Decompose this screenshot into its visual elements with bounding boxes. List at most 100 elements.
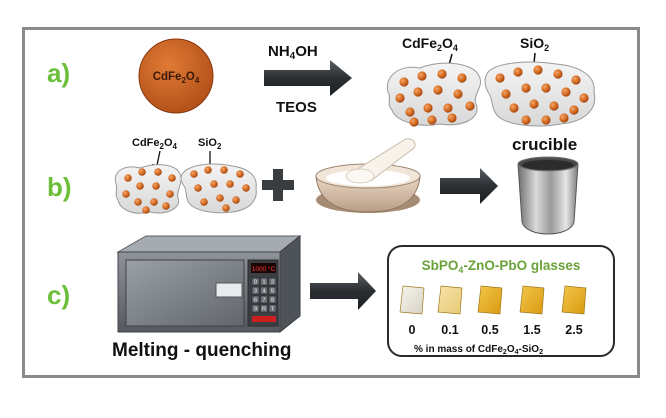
nanoparticle-dot	[423, 103, 433, 113]
nanoparticle-dot	[168, 174, 176, 182]
nanoparticle-dot	[457, 73, 467, 83]
cdfe2o4-particle: CdFe2O4	[138, 38, 214, 114]
nanoparticle-dot	[220, 166, 228, 174]
nanoparticle-dot	[447, 113, 457, 123]
keypad-key	[268, 277, 277, 286]
nanoparticle-dot	[513, 67, 523, 77]
nanoparticle-dot	[152, 182, 160, 190]
nanoparticle-dot	[443, 103, 453, 113]
reaction-arrow-a	[264, 60, 352, 96]
keypad-key	[251, 277, 260, 286]
nanoparticle-dot	[509, 103, 519, 113]
glass-panel-title: SbPO4-ZnO-PbO glasses	[422, 258, 581, 275]
keypad-key-label: 0	[254, 280, 257, 286]
keypad-key-label: 9	[254, 307, 257, 313]
nanoparticle-dot	[200, 198, 208, 206]
nanoparticle-dot	[437, 69, 447, 79]
glass-sample-value: 2.5	[565, 323, 582, 337]
nanoparticle-dot	[453, 89, 463, 99]
furnace-caption: Melting - quenching	[112, 340, 291, 361]
nanoparticle-dots-b	[122, 166, 250, 214]
nanoparticle-dot	[495, 73, 505, 83]
nanoparticle-dot	[136, 182, 144, 190]
keypad-key	[251, 286, 260, 295]
nanoparticle-dot	[561, 87, 571, 97]
furnace-handle	[215, 282, 243, 298]
nanoparticle-dot	[190, 170, 198, 178]
nanoparticle-dot	[559, 113, 569, 123]
nanoparticle-dot	[142, 206, 150, 214]
nanoparticle-dot	[150, 198, 158, 206]
nanoparticle-dot	[417, 71, 427, 81]
glass-sample-value: 0	[409, 323, 416, 337]
nanoparticle-dot	[204, 166, 212, 174]
glass-sample	[477, 285, 503, 315]
nanoparticle-dots-a	[395, 65, 589, 127]
keypad-key-label: 2	[271, 280, 274, 286]
nanoparticle-dot	[529, 99, 539, 109]
glass-sample	[519, 285, 545, 315]
furnace-display-text: 1000 °C	[252, 265, 276, 273]
nanoparticle-dot	[216, 194, 224, 202]
step-a-label: a)	[47, 58, 70, 88]
row-b-shell-label: SiO2	[198, 137, 222, 151]
nanoparticle-dot	[122, 190, 130, 198]
furnace-display	[251, 263, 276, 273]
glass-sample	[437, 285, 463, 315]
keypad-key-label: T	[271, 307, 275, 313]
keypad-key	[268, 304, 277, 313]
glass-sample-value: 0.1	[441, 323, 458, 337]
nanoparticle-dot	[194, 184, 202, 192]
nanoparticle-dot	[236, 170, 244, 178]
product-shell-label: SiO2	[520, 35, 549, 53]
nanoparticle-dot	[242, 184, 250, 192]
nanoparticle-dot	[533, 65, 543, 75]
nanoparticle-dot	[501, 89, 511, 99]
glass-sample	[399, 285, 425, 315]
nanoparticle-dot	[579, 93, 589, 103]
nanoparticle-dot	[226, 180, 234, 188]
nanoparticle-dot	[465, 101, 475, 111]
keypad-key	[260, 304, 268, 313]
nanoparticle-dot	[413, 87, 423, 97]
nanoparticle-dot	[521, 83, 531, 93]
keypad-key	[268, 295, 277, 304]
product-core-label: CdFe2O4	[402, 35, 458, 53]
crucible-label: crucible	[512, 135, 577, 154]
crucible	[517, 156, 579, 235]
nanoparticle-dot	[427, 115, 437, 125]
nanoparticle-dot	[222, 204, 230, 212]
nanoparticle-dot	[541, 115, 551, 125]
nanoparticle-dot	[569, 105, 579, 115]
arrow-to-crucible	[440, 168, 498, 204]
nanoparticle-dot	[541, 83, 551, 93]
nanoparticle-dot	[154, 168, 162, 176]
keypad-key-label: 5	[271, 289, 274, 295]
step-b-label: b)	[47, 172, 72, 202]
particle-formula-label: CdFe2O4	[153, 71, 200, 85]
nanoparticle-dot	[395, 93, 405, 103]
nanoparticle-dot	[399, 77, 409, 87]
keypad-key	[251, 295, 260, 304]
glass-sample-value: 1.5	[523, 323, 540, 337]
nanoparticle-dot	[210, 180, 218, 188]
nanoparticle-dot	[405, 107, 415, 117]
keypad-key-label: R	[262, 307, 266, 313]
plus-sign	[262, 169, 294, 201]
nanoparticle-dot	[134, 198, 142, 206]
arrow-to-glasses	[310, 272, 376, 310]
reagent-nh4oh: NH4OH	[268, 43, 318, 62]
nanoparticle-dot	[571, 75, 581, 85]
keypad-key-label: 8	[271, 298, 274, 304]
mortar-and-pestle	[315, 138, 421, 213]
nanoparticle-dot	[433, 85, 443, 95]
keypad-key-label: 4	[262, 289, 265, 295]
glass-sample	[561, 285, 587, 315]
reagent-teos: TEOS	[276, 99, 317, 116]
keypad-key	[260, 295, 268, 304]
